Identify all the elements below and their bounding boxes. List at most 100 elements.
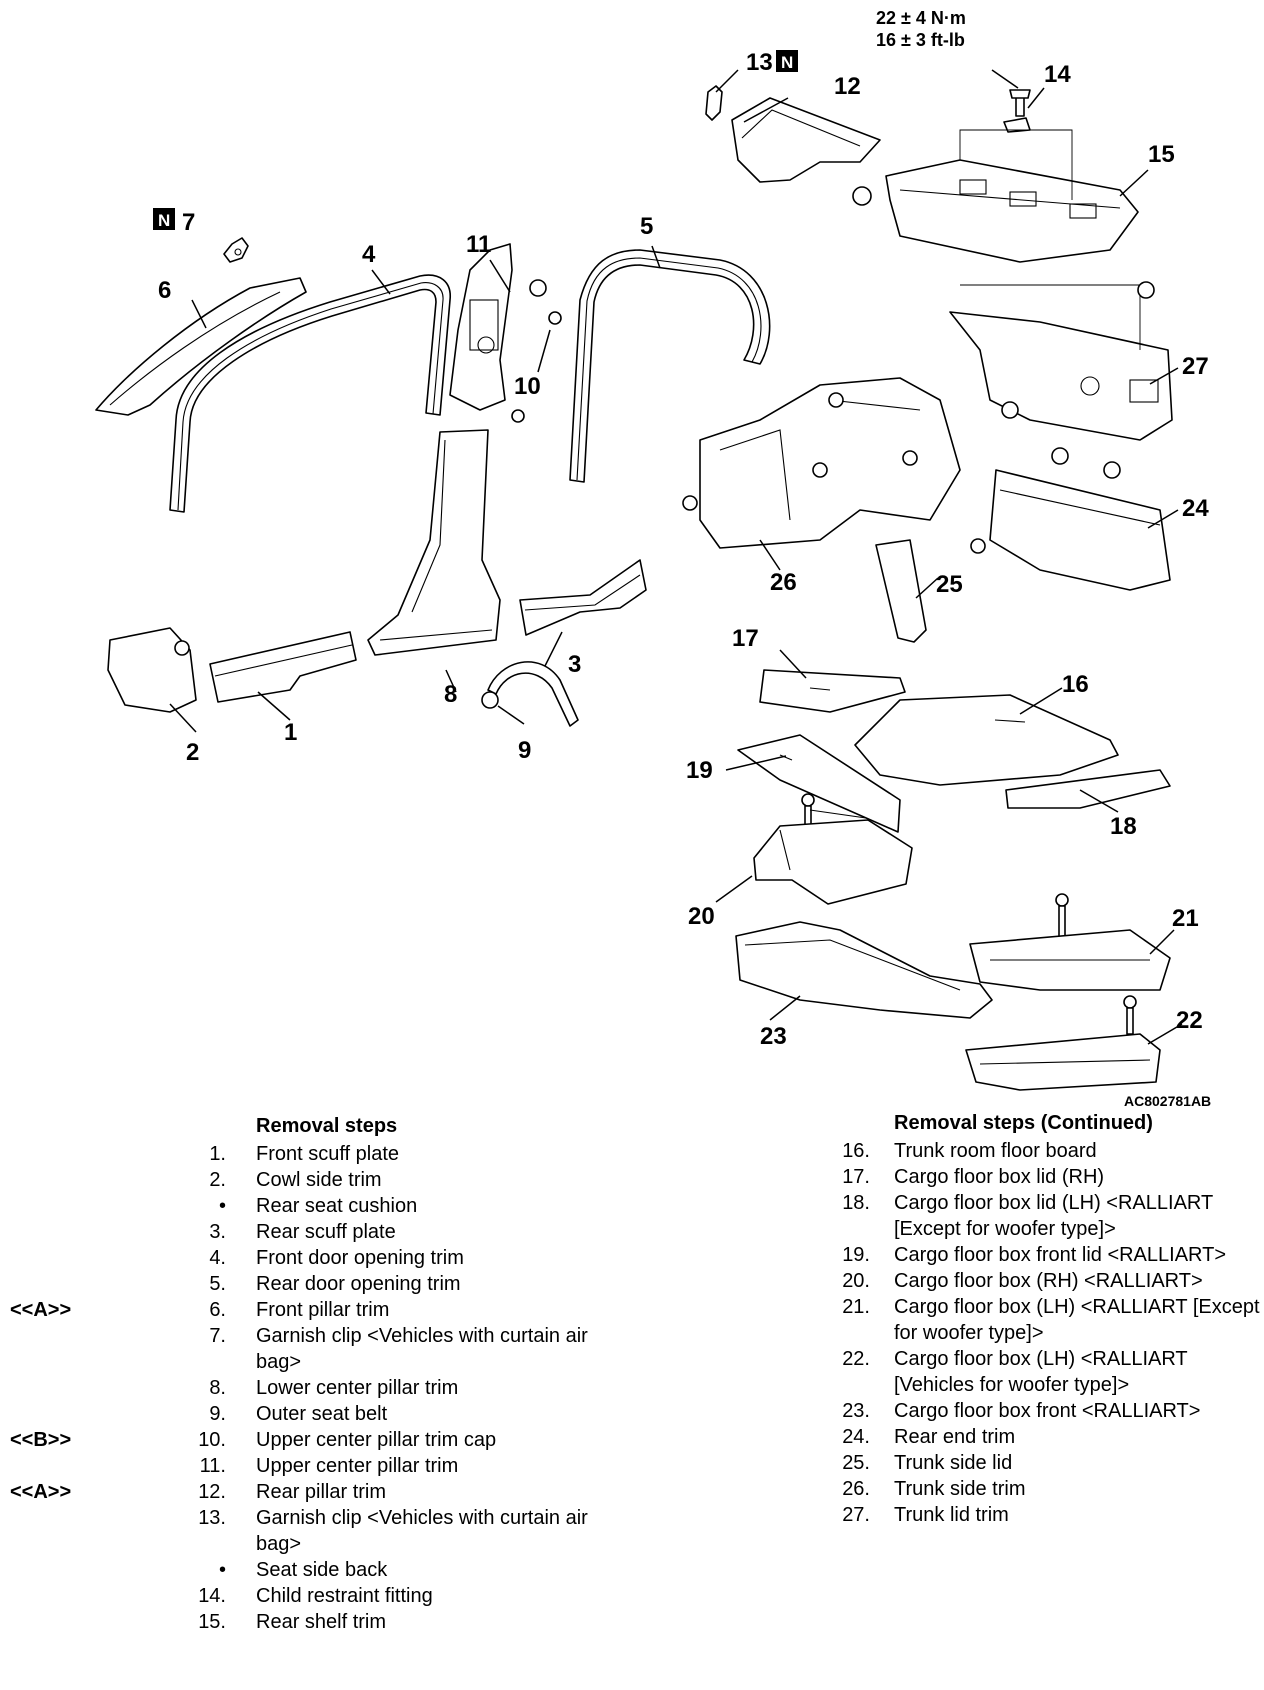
step-text: Upper center pillar trim xyxy=(256,1455,459,1477)
step-text: Rear seat cushion xyxy=(256,1195,418,1217)
step-text: Front scuff plate xyxy=(256,1143,400,1165)
step-number: 24. xyxy=(842,1426,870,1448)
part-rear-end-trim xyxy=(970,469,1171,591)
callout-7: 7 xyxy=(182,209,195,236)
step-item: 16.Trunk room floor board xyxy=(820,1138,1260,1164)
step-number: 14. xyxy=(198,1585,226,1607)
step-item: 24. Rear end trim xyxy=(820,1424,1260,1450)
removal-steps-heading: Removal steps xyxy=(256,1115,398,1137)
step-text: Garnish clip <Vehicles with curtain air … xyxy=(256,1325,588,1373)
leader-lines xyxy=(169,69,1183,1045)
step-item: 7. Garnish clip <Vehicles with curtain ai… xyxy=(0,1323,640,1375)
step-text: Rear pillar trim xyxy=(256,1481,387,1503)
step-text: Cargo floor box (LH) <RALLIART [Vehicles… xyxy=(894,1348,1188,1396)
callout-labels: 6 7 N 4 11 10 5 13 N 12 22 ± 4 N·m 16 ± … xyxy=(153,8,1211,1109)
step-text: Cargo floor box lid (LH) <RALLIART [Exce… xyxy=(894,1192,1213,1240)
step-item: 15.Rear shelf trim xyxy=(0,1609,640,1635)
step-item: 5.Rear door opening trim xyxy=(0,1271,640,1297)
step-number: 5. xyxy=(209,1273,226,1295)
callout-14: 14 xyxy=(1044,61,1071,88)
step-number: 12. xyxy=(198,1481,226,1503)
step-text: Cargo floor box front <RALLIART> xyxy=(894,1400,1201,1422)
step-number: 10. xyxy=(198,1429,226,1451)
step-text: Cowl side trim xyxy=(256,1169,382,1191)
step-text: Cargo floor box (RH) <RALLIART> xyxy=(894,1270,1203,1292)
step-item: 25.Trunk side lid xyxy=(820,1450,1260,1476)
step-number: 11. xyxy=(199,1455,226,1477)
step-number: 2. xyxy=(209,1169,226,1191)
callout-26: 26 xyxy=(770,569,797,596)
callout-8: 8 xyxy=(444,681,457,708)
step-item: 2. Cowl side trim xyxy=(0,1167,640,1193)
step-item: 17. Cargo floor box lid (RH) xyxy=(820,1164,1260,1190)
part-rear-shelf-trim xyxy=(852,129,1139,263)
svg-text:N: N xyxy=(158,211,170,230)
step-number: 25. xyxy=(842,1452,870,1474)
step-number: 26. xyxy=(842,1478,870,1500)
step-number: 8. xyxy=(209,1377,226,1399)
part-upper-center-pillar-cap xyxy=(511,279,562,423)
step-text: Rear end trim xyxy=(894,1426,1016,1448)
step-text: Cargo floor box lid (RH) xyxy=(894,1166,1105,1188)
step-number: 27. xyxy=(842,1504,870,1526)
step-number: 4. xyxy=(209,1247,226,1269)
step-number: 18. xyxy=(842,1192,870,1214)
step-item: 3.Rear scuff plate xyxy=(0,1219,640,1245)
step-text: Front pillar trim xyxy=(256,1299,390,1321)
step-number: 19. xyxy=(842,1244,870,1266)
callout-19: 19 xyxy=(686,757,713,784)
callout-20: 20 xyxy=(688,903,715,930)
step-item: 20.Cargo floor box (RH) <RALLIART> xyxy=(820,1268,1260,1294)
step-number: 23. xyxy=(842,1400,870,1422)
step-item: 23. Cargo floor box front <RALLIART> xyxy=(820,1398,1260,1424)
step-number: 21. xyxy=(842,1296,870,1318)
step-item: 4.Front door opening trim xyxy=(0,1245,640,1271)
callout-23: 23 xyxy=(760,1023,787,1050)
part-cargo-floor-box-lid-rh xyxy=(759,669,906,713)
step-item: 9. Outer seat belt xyxy=(0,1401,640,1427)
callout-11: 11 xyxy=(466,231,491,258)
callout-3: 3 xyxy=(568,651,581,678)
part-front-scuff-plate xyxy=(209,631,357,703)
callout-27: 27 xyxy=(1182,353,1209,380)
figure-id: AC802781AB xyxy=(1124,1093,1211,1109)
step-text: Trunk lid trim xyxy=(894,1504,1009,1526)
part-rear-scuff-plate xyxy=(519,559,647,636)
part-front-door-opening-trim xyxy=(169,274,451,513)
step-item: 8.Lower center pillar trim xyxy=(0,1375,640,1401)
step-item: 19. Cargo floor box front lid <RALLIART> xyxy=(820,1242,1260,1268)
callout-17: 17 xyxy=(732,625,759,652)
step-item: <<B>> 10. Upper center pillar trim cap xyxy=(0,1427,640,1453)
callout-12: 12 xyxy=(834,73,861,100)
step-number: 17. xyxy=(842,1166,870,1188)
step-number: 9. xyxy=(209,1403,226,1425)
step-number: 7. xyxy=(209,1325,226,1347)
part-cargo-floor-box-lh xyxy=(969,893,1171,991)
step-text: Outer seat belt xyxy=(256,1403,388,1425)
part-trunk-side-lid xyxy=(875,539,927,643)
part-lower-center-pillar-trim xyxy=(367,429,501,656)
callout-21: 21 xyxy=(1172,905,1199,932)
torque-spec-ftlb: 16 ± 3 ft-lb xyxy=(876,30,965,50)
part-rear-door-opening-trim xyxy=(569,249,771,483)
step-item: 27. Trunk lid trim xyxy=(820,1502,1260,1528)
part-cargo-floor-box-rh xyxy=(753,793,913,905)
step-text: Rear shelf trim xyxy=(256,1611,387,1633)
new-part-mark-7: N xyxy=(153,208,175,230)
step-number: 22. xyxy=(842,1348,870,1370)
callout-13: 13 xyxy=(746,49,773,76)
part-upper-center-pillar-trim xyxy=(449,243,513,411)
part-trunk-lid-trim xyxy=(949,281,1173,479)
step-item: 18. Cargo floor box lid (LH) <RALLIART [E… xyxy=(820,1190,1260,1242)
step-item: •Seat side back xyxy=(0,1557,640,1583)
callout-15: 15 xyxy=(1148,141,1175,168)
part-child-restraint-fitting xyxy=(1003,89,1031,133)
step-text: Trunk room floor board xyxy=(894,1140,1097,1162)
step-text: Cargo floor box front lid <RALLIART> xyxy=(894,1244,1227,1266)
torque-spec-nm: 22 ± 4 N·m xyxy=(876,8,966,28)
step-number: 3. xyxy=(209,1221,226,1243)
step-text: Upper center pillar trim cap xyxy=(256,1429,497,1451)
step-note-mark: <<B>> xyxy=(10,1429,72,1451)
callout-24: 24 xyxy=(1182,495,1209,522)
